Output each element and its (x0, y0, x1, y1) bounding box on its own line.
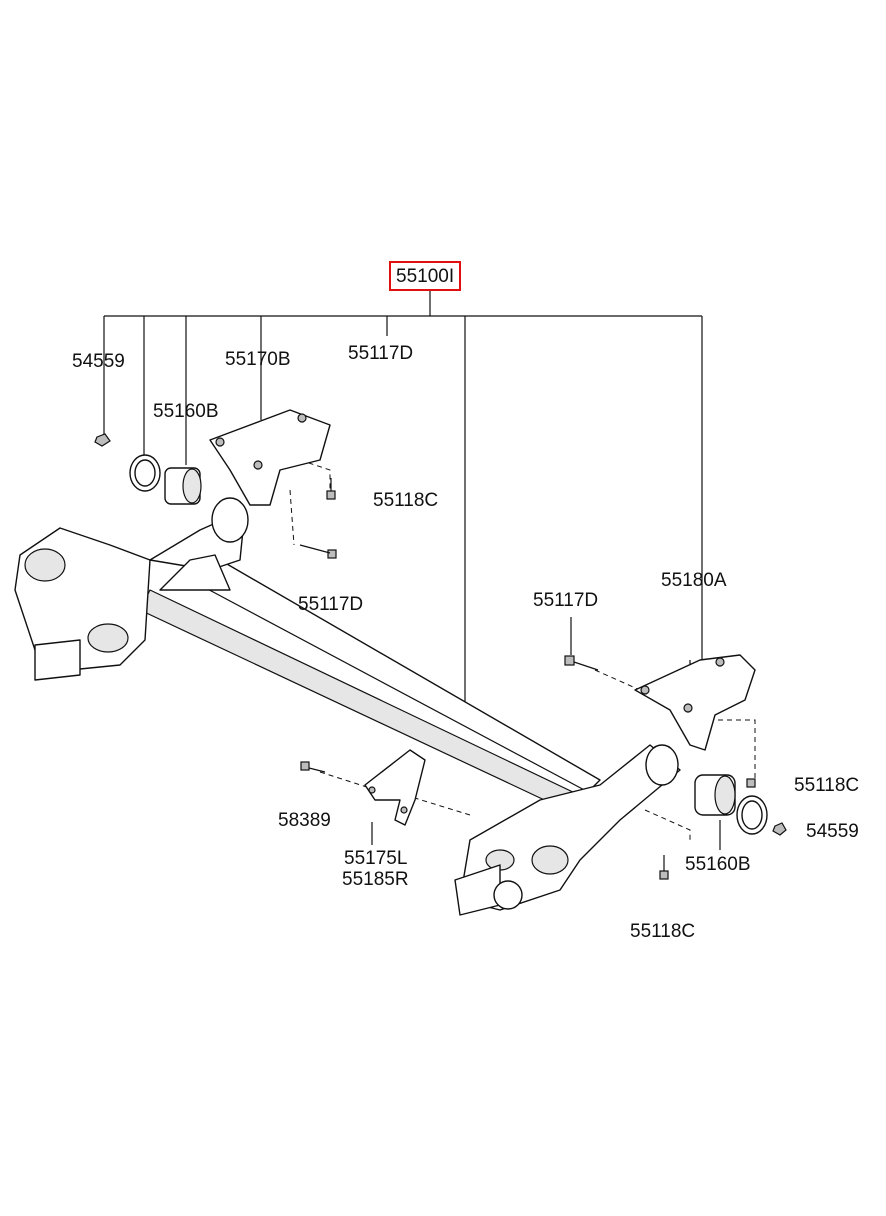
left-bracket (209, 409, 331, 506)
left-trailing-arm (14, 497, 249, 681)
right-trailing-arm (454, 744, 681, 916)
label-bolt-right-bracket: 55118C (794, 775, 860, 796)
label-nut-left: 54559 (72, 351, 125, 372)
label-nut-right: 54559 (806, 821, 859, 842)
bushings (129, 454, 768, 835)
label-bolt-right-top: 55117D (533, 590, 599, 611)
axle-beam (139, 559, 601, 813)
center-bracket (364, 749, 426, 826)
label-bracket-center-r: 55185R (342, 869, 409, 890)
assembly-label: 55100I (389, 261, 462, 291)
label-bracket-center-l: 55175L (344, 848, 408, 869)
label-bolt-58389: 58389 (278, 810, 331, 831)
fasteners (94, 433, 787, 880)
label-bushing-left: 55160B (153, 401, 219, 422)
label-bracket-right: 55180A (661, 570, 727, 591)
label-bolt-left-lower: 55117D (298, 594, 364, 615)
right-bracket (634, 654, 756, 751)
label-bracket-left: 55170B (225, 349, 291, 370)
label-bolt-top: 55117D (348, 343, 414, 364)
label-bushing-right: 55160B (685, 854, 751, 875)
label-bolt-left-bracket: 55118C (373, 490, 439, 511)
leader-lines (103, 290, 721, 850)
label-bolt-right-lower: 55118C (630, 921, 696, 942)
